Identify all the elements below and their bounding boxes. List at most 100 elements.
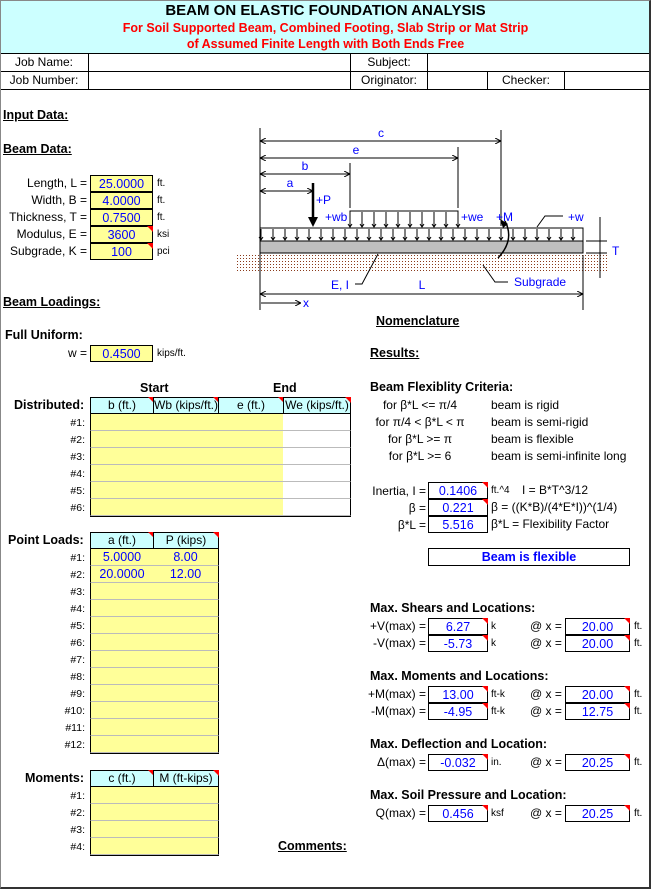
job-number-field[interactable] [89, 72, 351, 90]
w-input[interactable]: 0.4500 [90, 345, 153, 362]
table-cell[interactable] [218, 414, 284, 431]
moments-label: Moments: [25, 771, 85, 785]
row-label: #2: [70, 807, 85, 819]
table-cell[interactable] [283, 465, 351, 482]
result-location: 20.00 [565, 618, 630, 635]
originator-field[interactable] [428, 72, 488, 90]
beam-data-input[interactable]: 3600 [90, 226, 153, 243]
table-cell[interactable] [90, 465, 154, 482]
table-cell[interactable] [218, 465, 284, 482]
table-cell[interactable] [153, 685, 219, 702]
inertia-formula: I = B*T^3/12 [522, 483, 588, 497]
table-cell[interactable] [153, 634, 219, 651]
table-cell[interactable]: 20.0000 [90, 566, 154, 583]
table-cell[interactable] [153, 668, 219, 685]
table-cell[interactable] [153, 482, 219, 499]
beam-data-unit: ft. [157, 195, 166, 206]
result-group-header: Max. Deflection and Location: [370, 737, 548, 751]
table-cell[interactable] [218, 499, 284, 516]
column-header: b (ft.) [90, 397, 154, 414]
result-location: 12.75 [565, 703, 630, 720]
beam-data-input[interactable]: 4.0000 [90, 192, 153, 209]
result-location: 20.25 [565, 754, 630, 771]
originator-label: Originator: [351, 72, 428, 90]
beam-data-label: Subgrade, K = [9, 244, 87, 258]
table-cell[interactable] [153, 702, 219, 719]
criteria-description: beam is semi-rigid [491, 415, 589, 429]
table-cell[interactable] [90, 634, 154, 651]
table-cell[interactable] [153, 414, 219, 431]
table-cell[interactable] [153, 465, 219, 482]
table-cell[interactable] [218, 431, 284, 448]
beam-data-input[interactable]: 0.7500 [90, 209, 153, 226]
table-cell[interactable] [153, 736, 219, 753]
table-cell[interactable] [283, 499, 351, 516]
table-cell[interactable] [90, 838, 154, 855]
beam-data-input[interactable]: 100 [90, 243, 153, 260]
table-cell[interactable] [90, 617, 154, 634]
table-cell[interactable] [90, 499, 154, 516]
table-cell[interactable] [218, 448, 284, 465]
criteria-condition: for β*L <= π/4 [382, 398, 458, 412]
table-cell[interactable]: 5.0000 [90, 549, 154, 566]
beam-section [259, 240, 584, 254]
inertia-value: 0.1406 [428, 482, 488, 499]
load-arrow [443, 212, 449, 228]
table-cell[interactable] [153, 448, 219, 465]
row-label: #9: [70, 688, 85, 700]
load-arrow [546, 229, 552, 241]
table-cell[interactable] [153, 651, 219, 668]
table-cell[interactable] [90, 482, 154, 499]
table-cell[interactable] [90, 668, 154, 685]
load-arrow [455, 212, 461, 228]
table-bottom-border [90, 855, 219, 856]
label-x: x [303, 296, 309, 310]
load-arrow [462, 229, 468, 241]
table-cell[interactable] [90, 685, 154, 702]
table-cell[interactable]: 8.00 [153, 549, 219, 566]
row-label: #10: [64, 705, 85, 717]
load-arrow [438, 229, 444, 241]
load-arrow [354, 229, 360, 241]
table-cell[interactable] [283, 482, 351, 499]
beam-data-unit: ksi [157, 229, 170, 240]
load-arrow [395, 212, 401, 228]
row-label: #4: [70, 603, 85, 615]
job-name-field[interactable] [89, 54, 351, 72]
table-cell[interactable] [90, 804, 154, 821]
table-cell[interactable] [90, 719, 154, 736]
table-cell[interactable] [218, 482, 284, 499]
flexibility-status: Beam is flexible [428, 548, 630, 566]
table-cell[interactable] [153, 719, 219, 736]
table-cell[interactable] [90, 583, 154, 600]
table-cell[interactable] [90, 651, 154, 668]
table-cell[interactable] [90, 787, 154, 804]
at-x-label: @ x = [530, 704, 562, 718]
criteria-description: beam is semi-infinite long [491, 449, 627, 463]
label-subgrade: Subgrade [514, 275, 566, 289]
table-cell[interactable] [153, 499, 219, 516]
table-cell[interactable] [153, 617, 219, 634]
beam-data-input[interactable]: 25.0000 [90, 175, 153, 192]
table-cell[interactable] [283, 414, 351, 431]
table-cell[interactable] [153, 600, 219, 617]
table-cell[interactable] [90, 600, 154, 617]
table-cell[interactable] [153, 821, 219, 838]
table-cell[interactable] [283, 448, 351, 465]
table-cell[interactable] [153, 838, 219, 855]
table-cell[interactable] [90, 431, 154, 448]
table-cell[interactable] [153, 787, 219, 804]
load-arrow [431, 212, 437, 228]
table-cell[interactable]: 12.00 [153, 566, 219, 583]
table-cell[interactable] [153, 583, 219, 600]
table-cell[interactable] [153, 431, 219, 448]
row-label: #6: [70, 502, 85, 514]
table-cell[interactable] [90, 736, 154, 753]
input-data-header: Input Data: [3, 108, 69, 122]
table-cell[interactable] [153, 804, 219, 821]
table-cell[interactable] [90, 821, 154, 838]
table-cell[interactable] [90, 414, 154, 431]
table-cell[interactable] [90, 702, 154, 719]
table-cell[interactable] [283, 431, 351, 448]
table-cell[interactable] [90, 448, 154, 465]
